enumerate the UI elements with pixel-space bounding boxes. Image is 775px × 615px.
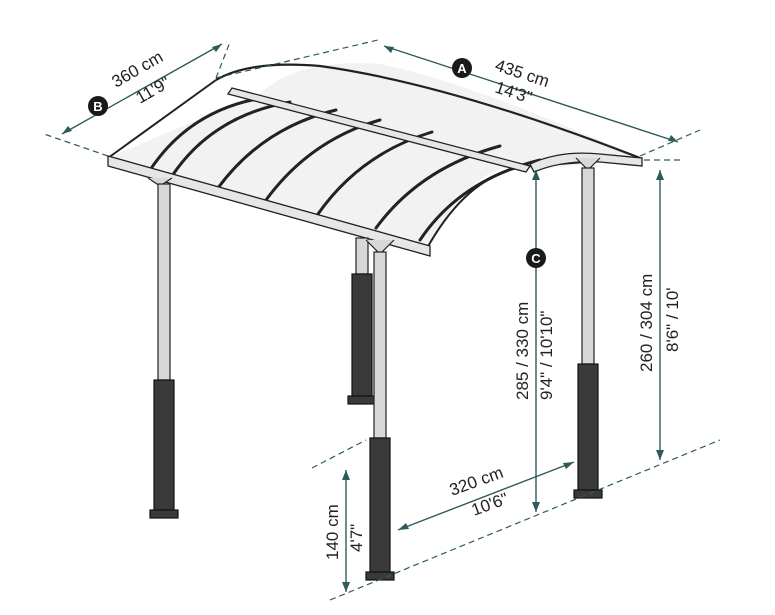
dimension-a: A 435 cm 14'3" bbox=[215, 39, 701, 157]
back-beam bbox=[529, 152, 643, 173]
post-front-right bbox=[365, 239, 395, 581]
badge-b bbox=[88, 96, 108, 116]
svg-text:B: B bbox=[93, 99, 102, 114]
dim-c-imperial: 9'4" / 10'10" bbox=[537, 311, 556, 400]
badge-a bbox=[452, 58, 472, 78]
dimension-base-height: 140 cm 4'7" bbox=[323, 470, 366, 592]
dim-spacing-imperial: 10'6" bbox=[469, 489, 511, 520]
ground-line bbox=[329, 439, 721, 601]
roof-back-edge bbox=[215, 63, 641, 160]
dim-base-imperial: 4'7" bbox=[347, 524, 366, 552]
post-front-left bbox=[147, 177, 179, 519]
dim-back-height-imperial: 8'6" / 10' bbox=[663, 287, 682, 352]
dimension-c: C 285 / 330 cm 9'4" / 10'10" bbox=[513, 170, 556, 512]
dimension-back-height: 260 / 304 cm 8'6" / 10' bbox=[637, 159, 682, 460]
rafter bbox=[374, 144, 502, 230]
rafter bbox=[148, 96, 264, 172]
posts bbox=[147, 157, 603, 581]
post-back-right bbox=[573, 157, 603, 499]
badge-c bbox=[526, 248, 546, 268]
dim-c-metric: 285 / 330 cm bbox=[513, 302, 532, 400]
dim-back-height-metric: 260 / 304 cm bbox=[637, 274, 656, 372]
front-beam bbox=[107, 155, 431, 257]
post-back-left bbox=[347, 237, 377, 405]
dimension-post-spacing: 320 cm 10'6" bbox=[397, 461, 575, 531]
roof bbox=[107, 63, 643, 257]
svg-text:A: A bbox=[457, 61, 467, 76]
dim-base-metric: 140 cm bbox=[323, 504, 342, 560]
ridge-beam bbox=[226, 87, 532, 173]
svg-text:C: C bbox=[531, 251, 541, 266]
